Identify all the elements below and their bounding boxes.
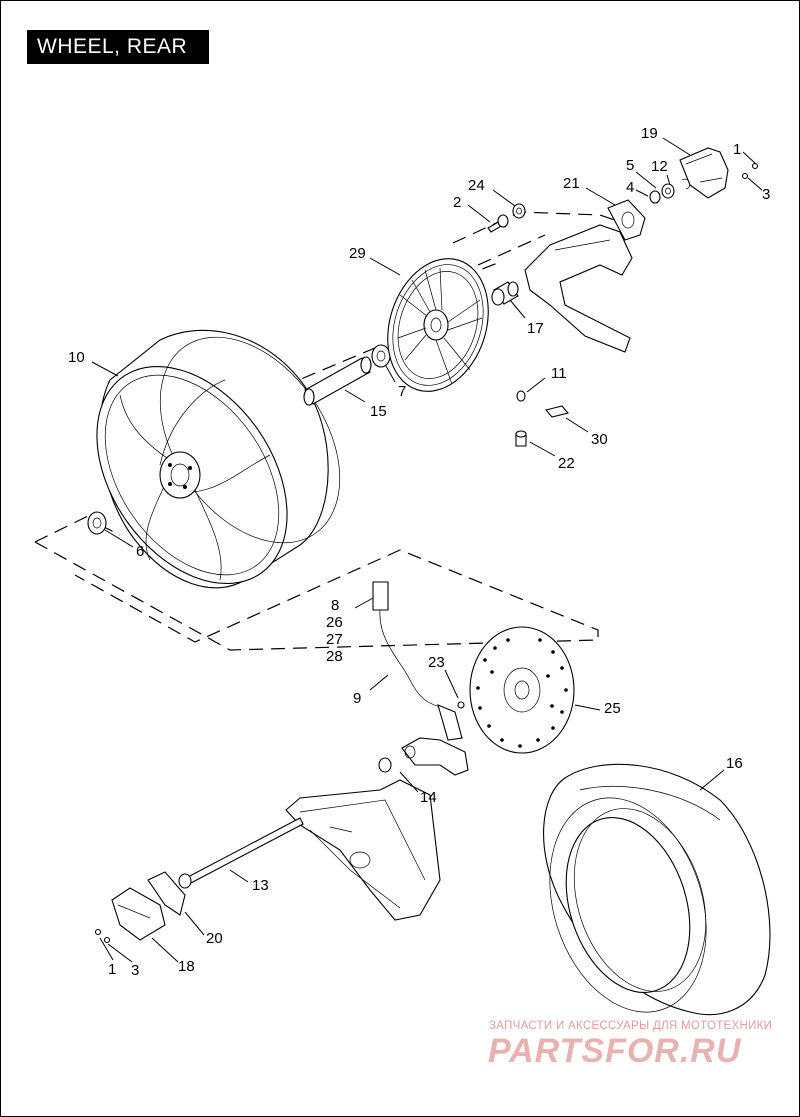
callout-labels: 1 3 19 5 12 4 21 24 2 29 17 10 7 15 11 3… [68,125,770,979]
callout-29: 29 [349,245,366,262]
callout-5: 5 [626,157,634,174]
callout-20: 20 [206,930,223,947]
callout-11: 11 [551,365,567,382]
washers [649,178,691,204]
title-banner: WHEEL, REAR [27,30,209,64]
callout-8: 8 [331,597,339,614]
callout-2: 2 [453,194,461,211]
swingarm-end [524,224,633,353]
callout-12: 12 [651,158,668,175]
spacer-sleeve [303,356,372,406]
caliper-bracket [378,737,469,776]
callout-18: 18 [178,958,195,975]
axle-cover-right [679,147,759,199]
rear-wheel-rim [96,329,341,589]
rear-tire [543,763,771,1016]
brake-disc [469,626,575,754]
rear-axle [178,817,304,889]
bolt-and-nut [487,203,526,233]
callout-23: 23 [428,654,445,671]
callout-22: 22 [558,455,575,472]
wheel-seal [87,511,107,535]
axle-spacer [491,281,519,306]
wheel-bearing [371,344,391,368]
callout-3: 3 [762,186,770,203]
small-hardware [515,390,569,447]
adjuster-plate [607,199,646,241]
callout-4: 4 [626,179,634,196]
callout-26: 26 [326,614,343,631]
callout-9: 9 [353,690,361,707]
callout-10: 10 [68,349,85,366]
callout-28: 28 [326,648,343,665]
brake-caliper [285,779,441,921]
callout-16: 16 [726,755,743,772]
callout-1: 1 [733,141,741,158]
callout-30: 30 [591,431,608,448]
page-title: WHEEL, REAR [37,35,188,58]
callout-1-left: 1 [108,961,116,978]
callout-3-left: 3 [131,962,139,979]
leader-lines [91,137,763,963]
callout-25: 25 [604,700,621,717]
callout-7: 7 [398,383,406,400]
callout-17: 17 [527,320,544,337]
callout-21: 21 [563,175,580,192]
callout-24: 24 [468,177,485,194]
callout-27: 27 [326,631,343,648]
speed-sensor-cable [372,581,463,741]
sensor-screw [457,701,465,709]
watermark-logo: PARTSFOR.RU [488,1032,742,1070]
callout-13: 13 [252,877,269,894]
callout-15: 15 [370,403,387,420]
callout-6: 6 [136,543,144,560]
axle-cover-left [94,871,186,944]
callout-14: 14 [420,789,437,806]
rear-sprocket [387,258,489,392]
watermark-caption: ЗАПЧАСТИ И АКСЕССУАРЫ ДЛЯ МОТОТЕХНИКИ [489,1020,773,1032]
callout-19: 19 [641,125,658,142]
